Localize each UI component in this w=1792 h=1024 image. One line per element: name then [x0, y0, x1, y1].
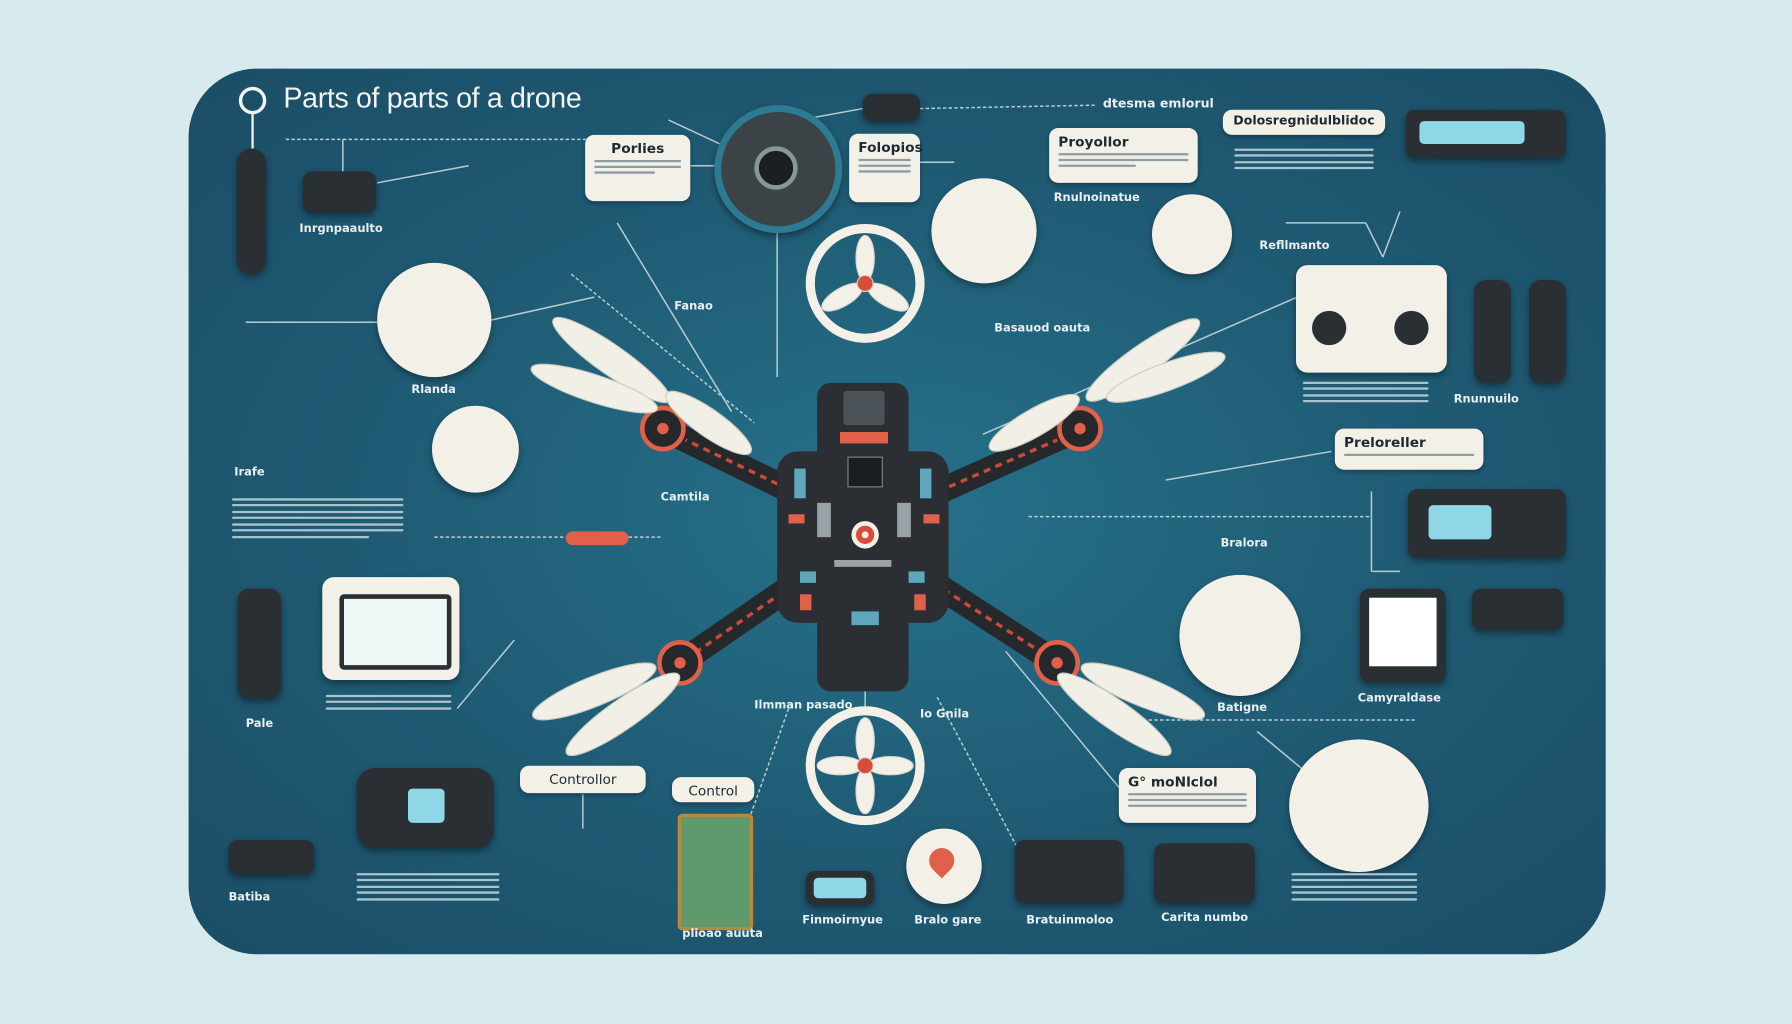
controller-disc [1289, 739, 1429, 872]
label-bottom-4: Finmoirnyue [802, 914, 883, 927]
callout-folopios-title: Folopios [858, 139, 923, 156]
label-bottom-2: Bratuinmoloo [1026, 914, 1114, 927]
remote-stick [236, 148, 267, 275]
callout-controller-title: Controllor [549, 771, 617, 788]
label-right-2: Camyraldase [1357, 692, 1441, 706]
callout-propeller-top-title: Proyollor [1058, 133, 1129, 150]
joystick-left [1311, 310, 1347, 346]
walkie-talkie [237, 588, 282, 699]
label-left-2: Rlanda [411, 383, 456, 397]
right-module [1471, 588, 1564, 630]
battery-disc [1151, 194, 1232, 275]
screen-module-display [813, 877, 867, 899]
label-right-3: Bralora [1220, 537, 1268, 550]
callout-controller: Controllor [519, 765, 646, 794]
joystick-right [1394, 310, 1429, 346]
camera-lens-icon [754, 146, 798, 190]
text-block-top-right [1234, 144, 1374, 173]
callout-propeller-top: Proyollor [1049, 127, 1198, 183]
drone [530, 317, 1226, 757]
text-block-left [231, 494, 404, 542]
camera-module [1014, 839, 1124, 903]
base-station [228, 839, 315, 875]
rotor-disc [931, 178, 1037, 284]
callout-parts: Porlies [585, 134, 691, 202]
tablet-screen [1369, 597, 1437, 667]
camera-screen [1428, 505, 1492, 540]
page-title: Parts of parts of a drone [283, 82, 582, 115]
callout-parts-title: Porlies [611, 140, 665, 157]
callout-propeller-right: Preloreller [1334, 428, 1484, 470]
callout-top-right: Dolosregnidulblidoc [1222, 109, 1386, 135]
top-battery [862, 93, 920, 122]
callout-top-right-title: Dolosregnidulblidoc [1233, 113, 1375, 128]
label-top-right-caption: dtesma emlorul [1102, 95, 1214, 111]
red-clip [565, 531, 629, 546]
label-left-4: Pale [245, 717, 274, 731]
label-bottom-3: Carita numbo [1161, 911, 1249, 925]
label-bottom-1: Bralo gare [914, 914, 982, 927]
callout-control: Control [671, 777, 755, 803]
label-center-5: Io Gnila [919, 708, 970, 722]
camera-disc [1179, 574, 1301, 696]
handheld-right [1529, 279, 1566, 383]
title-stem [251, 111, 254, 149]
title-ring-icon [238, 86, 267, 115]
label-right-top: Refllmanto [1259, 239, 1330, 253]
callout-gps-module-title: G° moNlclol [1127, 773, 1218, 790]
label-mid-top: Rnulnoinatue [1053, 191, 1140, 205]
callout-folopios: Folopios [849, 133, 923, 203]
label-center-3: Basauod oauta [994, 322, 1091, 335]
handheld-left [1474, 279, 1511, 383]
label-center-1: Fanao [674, 300, 713, 314]
flight-module [302, 171, 376, 213]
label-center-4: Ilmman pasado [754, 699, 853, 712]
label-right-4: Rnunnuilo [1453, 393, 1519, 406]
label-left-3: Irafe [234, 466, 265, 479]
label-right-1: Batigne [1217, 701, 1268, 715]
circuit-board [677, 813, 754, 931]
text-block-controller [1302, 377, 1429, 406]
callout-control-title: Control [688, 782, 738, 799]
text-block-bottom-left [356, 869, 500, 904]
label-left-5: Batiba [228, 891, 271, 904]
text-block-map [325, 690, 452, 713]
map-screen [339, 594, 452, 670]
label-center-2: Camtila [660, 491, 710, 504]
label-left-1: Inrgnpaaulto [299, 222, 383, 236]
controller-screen [407, 788, 445, 823]
text-block-bottom-right [1291, 869, 1418, 904]
propeller-disc [377, 262, 492, 378]
video-camera [1154, 843, 1255, 903]
connector-lines [245, 104, 1418, 869]
callout-propeller-right-title: Preloreller [1343, 434, 1426, 451]
motor-disc [431, 405, 519, 493]
device-screen [1419, 121, 1525, 144]
callout-gps-module: G° moNlclol [1118, 767, 1256, 823]
label-bottom-5: plioao auuta [682, 927, 763, 941]
